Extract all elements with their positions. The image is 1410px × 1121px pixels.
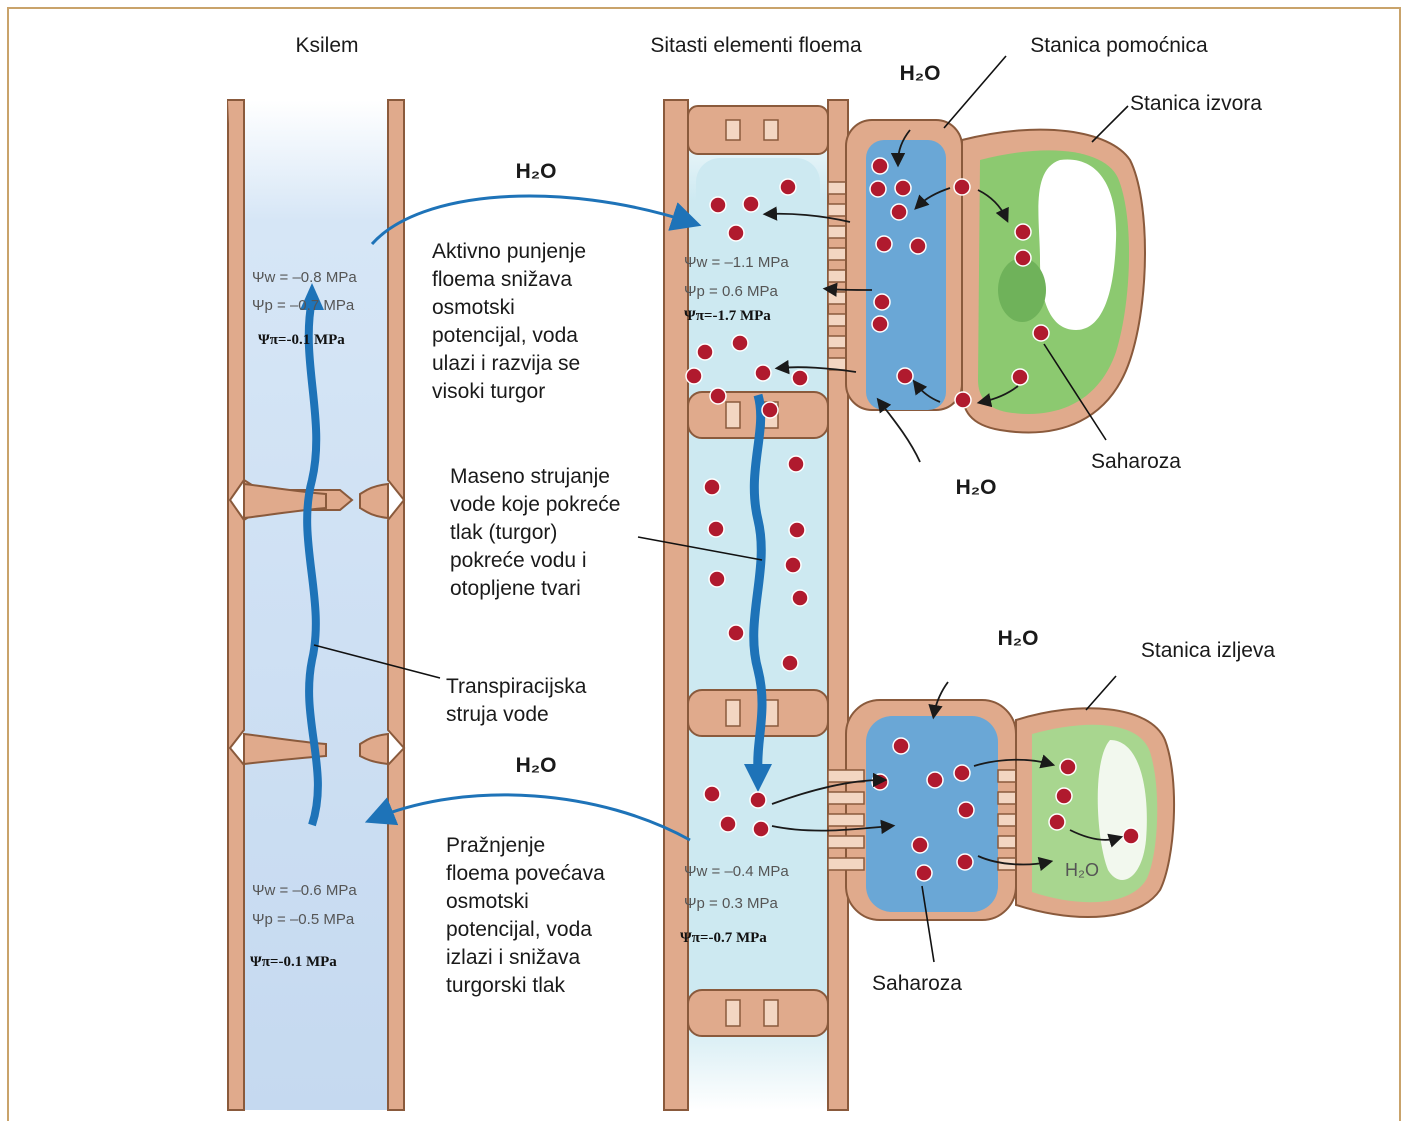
xylem-top-potentials: Ψw = –0.8 MPa Ψp = –0.7 MPa Ψπ=-0.1 MPa bbox=[252, 269, 357, 348]
psi-pi-value: Ψπ=-0.1 MPa bbox=[250, 954, 337, 970]
psi-pi-value: Ψπ=-1.7 MPa bbox=[684, 308, 771, 324]
sink-leader bbox=[1086, 676, 1116, 710]
loading-line: potencijal, voda bbox=[432, 324, 578, 347]
psi-w-value: Ψw = –0.4 MPa bbox=[684, 863, 789, 880]
transpiration-description: Transpiracijska struja vode bbox=[446, 675, 587, 726]
loading-description: Aktivno punjenje floema snižava osmotski… bbox=[432, 240, 586, 403]
source-leader bbox=[1092, 106, 1128, 142]
h2o-label-companion-bottom: H₂O bbox=[956, 476, 997, 499]
h2o-label-sink: H₂O bbox=[998, 627, 1039, 650]
psi-w-value: Ψw = –0.8 MPa bbox=[252, 269, 357, 286]
phloem-label: Sitasti elementi floema bbox=[650, 34, 862, 57]
psi-w-value: Ψw = –1.1 MPa bbox=[684, 254, 789, 271]
transpiration-line: Transpiracijska bbox=[446, 675, 587, 698]
companion-cell-label: Stanica pomoćnica bbox=[1030, 34, 1208, 57]
mass-flow-line: Maseno strujanje bbox=[450, 465, 610, 488]
unloading-description: Pražnjenje floema povećava osmotski pote… bbox=[446, 834, 605, 997]
h2o-label-xylem-top: H₂O bbox=[516, 160, 557, 183]
mass-flow-line: pokreće vodu i bbox=[450, 549, 587, 572]
psi-p-value: Ψp = –0.7 MPa bbox=[252, 297, 355, 314]
sink-cell bbox=[1016, 708, 1174, 917]
unloading-line: turgorski tlak bbox=[446, 974, 566, 997]
h2o-label-xylem-bottom: H₂O bbox=[516, 754, 557, 777]
unloading-line: potencijal, voda bbox=[446, 918, 592, 941]
source-cell-label: Stanica izvora bbox=[1130, 92, 1262, 115]
psi-w-value: Ψw = –0.6 MPa bbox=[252, 882, 357, 899]
psi-pi-value: Ψπ=-0.7 MPa bbox=[680, 930, 767, 946]
h2o-label-sink-cell: H₂O bbox=[1065, 860, 1099, 880]
psi-pi-value: Ψπ=-0.1 MPa bbox=[258, 332, 345, 348]
psi-p-value: Ψp = –0.5 MPa bbox=[252, 911, 355, 928]
source-cell bbox=[962, 130, 1145, 433]
loading-line: visoki turgor bbox=[432, 380, 545, 403]
unloading-line: floema povećava bbox=[446, 862, 605, 885]
unloading-line: osmotski bbox=[446, 890, 529, 913]
h2o-label-companion-top: H₂O bbox=[900, 62, 941, 85]
companion-cell bbox=[846, 120, 962, 410]
companion-leader bbox=[944, 56, 1006, 128]
sucrose-label-top: Saharoza bbox=[1091, 450, 1181, 473]
mass-flow-line: vode koje pokreće bbox=[450, 493, 620, 516]
transpiration-line: struja vode bbox=[446, 703, 549, 726]
loading-line: ulazi i razvija se bbox=[432, 352, 580, 375]
sucrose-label-bottom: Saharoza bbox=[872, 972, 962, 995]
loading-line: Aktivno punjenje bbox=[432, 240, 586, 263]
h2o-arrow-top bbox=[372, 196, 690, 244]
mass-flow-line: tlak (turgor) bbox=[450, 521, 557, 544]
loading-line: floema snižava bbox=[432, 268, 572, 291]
xylem-label: Ksilem bbox=[295, 34, 358, 57]
mass-flow-line: otopljene tvari bbox=[450, 577, 581, 600]
unloading-line: Pražnjenje bbox=[446, 834, 545, 857]
mass-flow-description: Maseno strujanje vode koje pokreće tlak … bbox=[450, 465, 620, 600]
psi-p-value: Ψp = 0.3 MPa bbox=[684, 895, 778, 912]
unloading-line: izlazi i snižava bbox=[446, 946, 581, 969]
sink-companion-cell bbox=[846, 700, 1016, 920]
psi-p-value: Ψp = 0.6 MPa bbox=[684, 283, 778, 300]
sink-cell-label: Stanica izljeva bbox=[1141, 639, 1276, 662]
loading-line: osmotski bbox=[432, 296, 515, 319]
